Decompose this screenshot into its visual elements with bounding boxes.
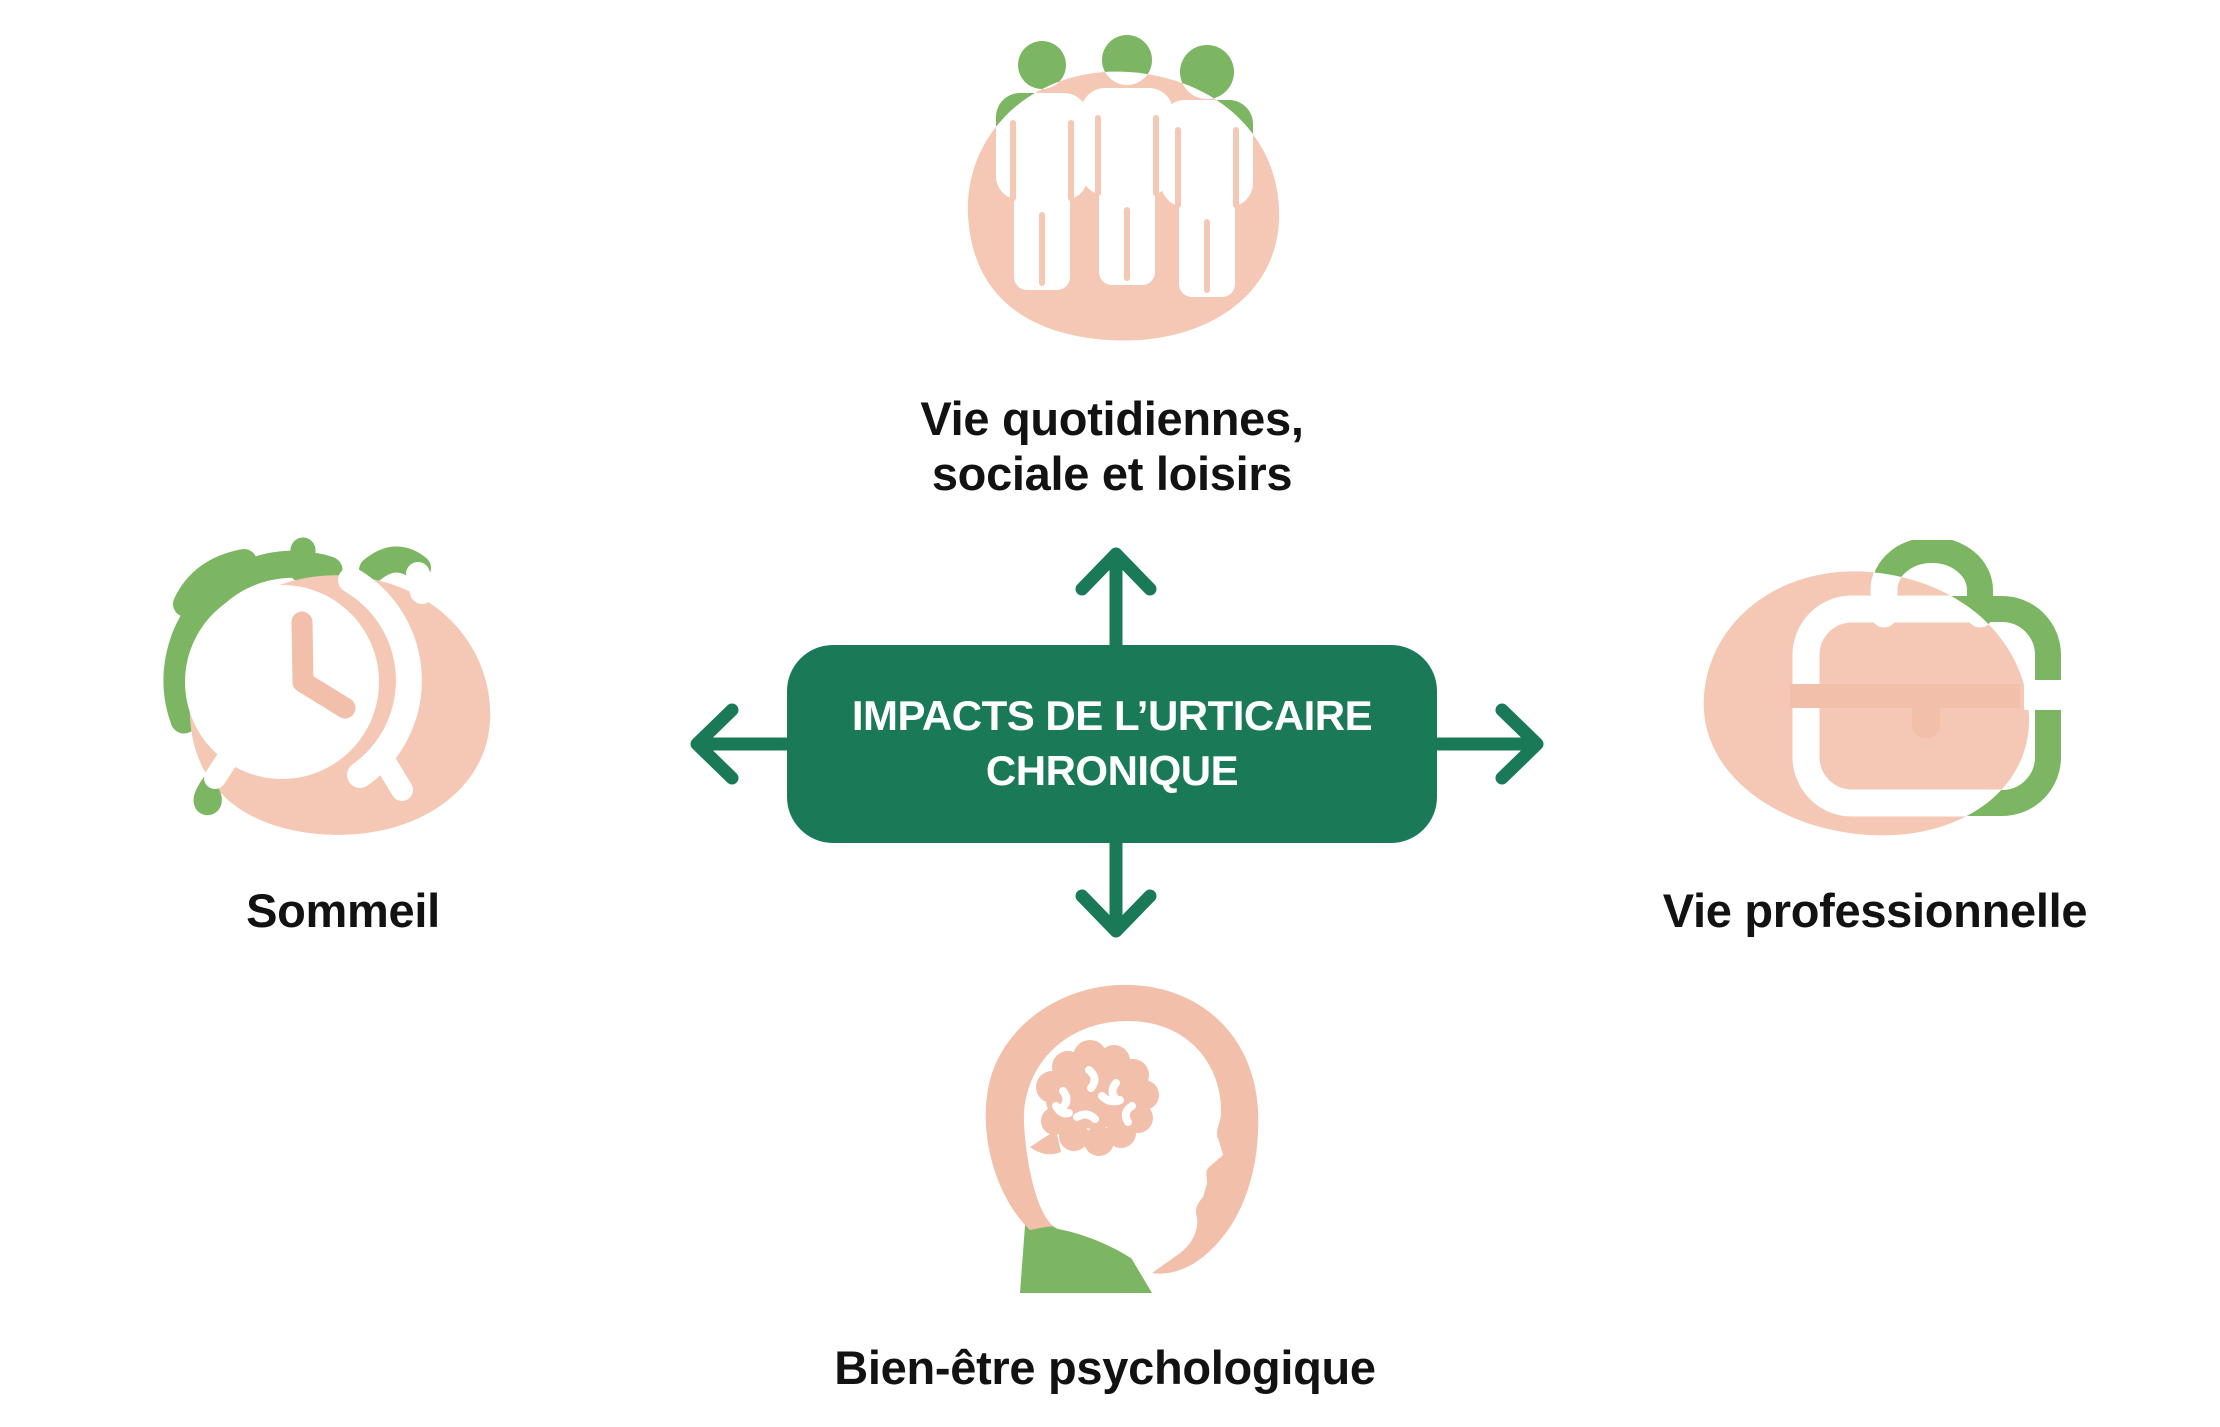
label-sleep: Sommeil	[246, 884, 440, 937]
label-psychological-wellbeing: Bien-être psychologique	[834, 1341, 1376, 1394]
label-daily-social-life-line2: sociale et loisirs	[931, 446, 1293, 500]
arrow-down-icon	[1075, 836, 1157, 938]
alarm-clock-icon	[163, 537, 491, 835]
briefcase-clasp	[1912, 690, 1940, 738]
briefcase-icon	[1703, 540, 2066, 836]
clock-white-rim	[204, 562, 434, 801]
label-professional-life: Vie professionnelle	[1662, 884, 2088, 937]
label-daily-social-life: Vie quotidiennes, sociale et loisirs	[762, 392, 1462, 502]
central-title-line2: CHRONIQUE	[985, 747, 1239, 794]
arrow-left-icon	[690, 703, 794, 785]
arrow-right-icon	[1430, 703, 1544, 785]
briefcase-divider	[1790, 684, 2020, 708]
people-icon	[967, 35, 1280, 341]
label-daily-social-life-line1: Vie quotidiennes,	[920, 392, 1304, 445]
clock-face	[185, 585, 379, 779]
head-brain-icon	[985, 984, 1259, 1293]
brain-folds	[1052, 1066, 1136, 1126]
arrow-up-icon	[1075, 547, 1157, 652]
central-title-box: IMPACTS DE L’URTICAIRE CHRONIQUE	[787, 645, 1437, 843]
neck	[1020, 1212, 1152, 1293]
clock-hands	[291, 611, 356, 719]
briefcase-divider-notch	[2024, 680, 2066, 710]
central-title-line1: IMPACTS DE L’URTICAIRE	[851, 692, 1373, 740]
